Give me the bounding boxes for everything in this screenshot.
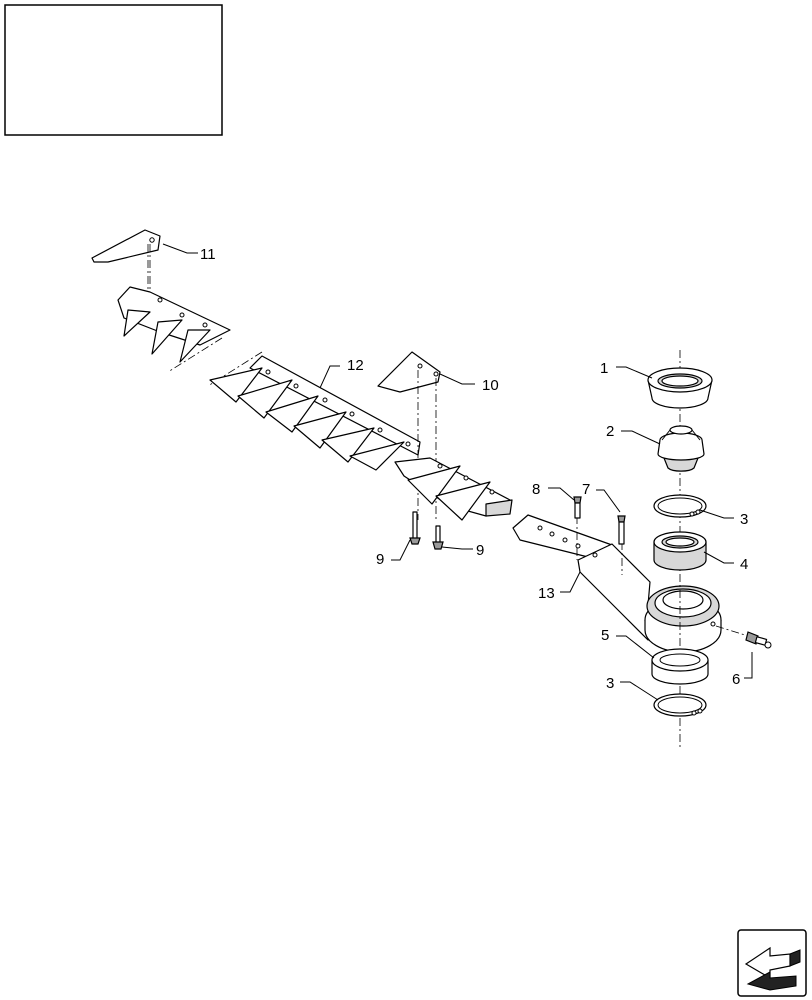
arrow-next-icon[interactable] [737,929,807,997]
part-8-bolt [573,496,582,519]
part-10-plate [377,351,441,520]
callout-3-lower: 3 [606,675,614,692]
callout-8: 8 [532,481,540,498]
part-6-grease-fitting [715,625,772,649]
part-5-ring [651,648,709,685]
leader-lines [162,243,753,701]
callout-4: 4 [740,556,748,573]
callout-10: 10 [482,377,499,394]
callout-11: 11 [200,246,216,263]
knife-section-right [394,457,513,521]
callout-1: 1 [600,360,608,377]
callout-13: 13 [538,585,555,602]
part-3-circlip-lower [653,693,707,717]
callout-2: 2 [606,423,614,440]
callout-9-left: 9 [376,551,384,568]
part-4-bearing [653,531,707,571]
part-1-bearing [647,367,713,409]
part-2-hub [657,425,705,472]
part-7-bolt [617,515,626,545]
callout-5: 5 [601,627,609,644]
part-13-knife-head [512,514,722,653]
part-3-circlip-upper [653,494,707,518]
callout-12: 12 [347,357,364,374]
knife-section-left [117,286,231,373]
callout-6: 6 [732,671,740,688]
title-block-frame [4,4,223,136]
callout-7: 7 [582,481,590,498]
callout-9-right: 9 [476,542,484,559]
part-9-bolt-left [409,511,421,545]
part-12-knife-bar [207,351,421,471]
callout-3-upper: 3 [740,511,748,528]
part-9-bolt-right [432,525,444,550]
